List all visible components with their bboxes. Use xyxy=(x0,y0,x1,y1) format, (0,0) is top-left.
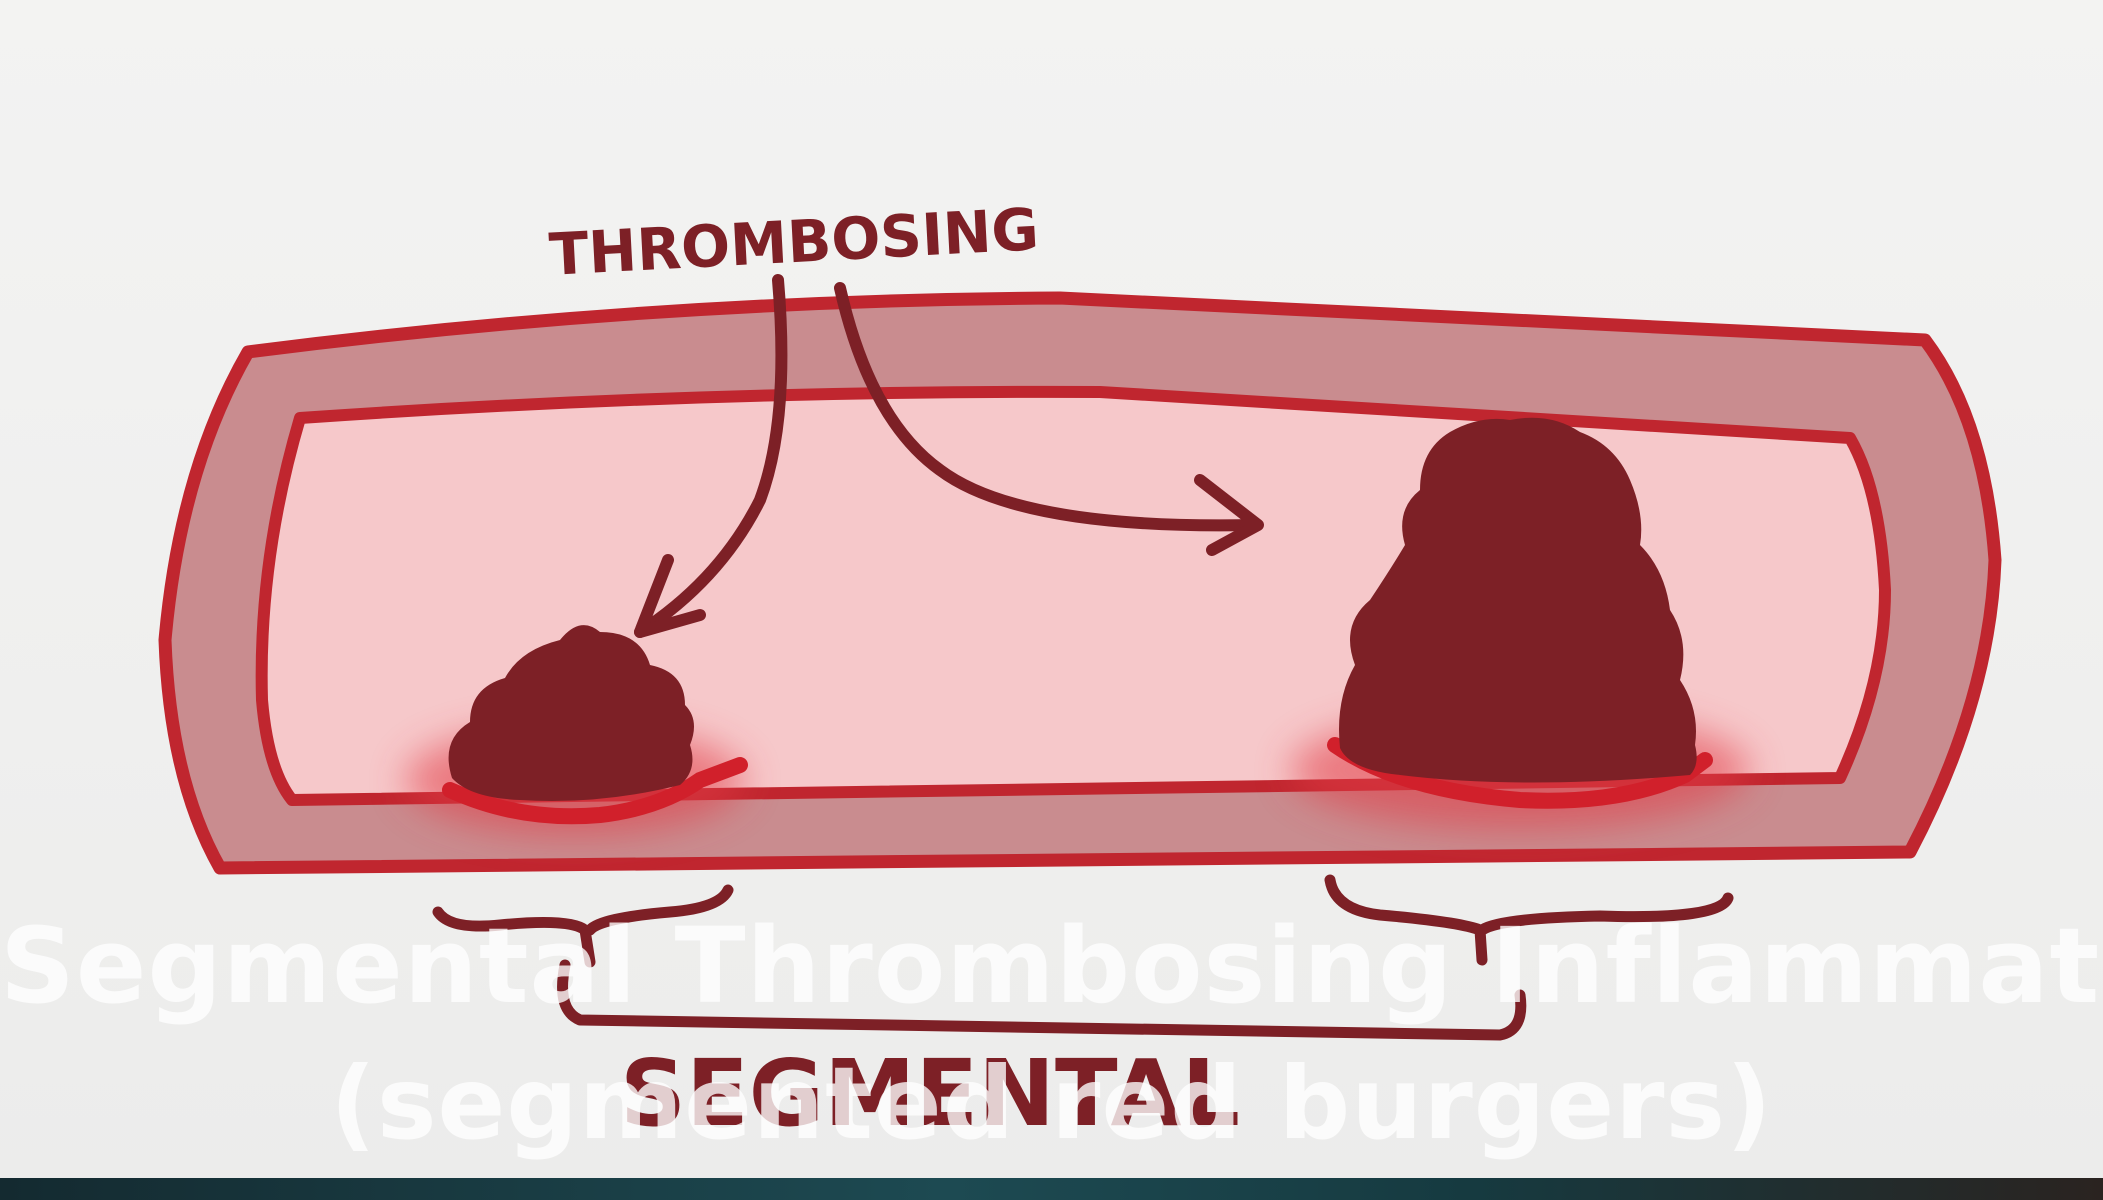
label-segmental: SEGMENTAL xyxy=(620,1040,1240,1147)
thrombus-small xyxy=(448,625,694,801)
arrow-to-small-thrombus xyxy=(634,274,788,638)
bracket-connector xyxy=(557,959,1527,1041)
arrow-to-large-thrombus xyxy=(834,282,1261,532)
brace-left xyxy=(432,884,734,968)
label-thrombosing: THROMBOSING xyxy=(548,195,1041,289)
video-bottom-strip xyxy=(0,1178,2103,1200)
thrombus-large xyxy=(1339,417,1697,783)
inflamed-base-left xyxy=(442,757,748,825)
brace-right xyxy=(1324,874,1734,966)
arrowhead-large xyxy=(1194,474,1264,556)
arrowhead-small xyxy=(634,554,706,638)
